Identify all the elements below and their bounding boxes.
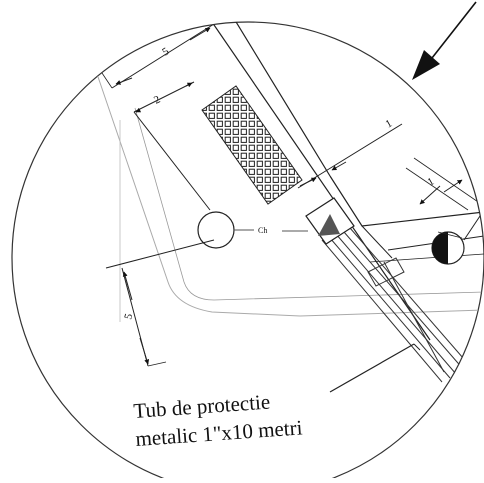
sensor-box	[305, 197, 355, 245]
detail-pointer-arrow	[412, 1, 477, 80]
protection-tube	[321, 227, 471, 383]
plate-outline	[134, 107, 484, 301]
dimension-left-height	[105, 239, 215, 367]
callout-leader-line	[329, 343, 415, 393]
dimension-gap-b-label: 1	[426, 175, 437, 188]
housing-edges	[211, 22, 484, 341]
callout-line-1: Tub de protectie	[133, 389, 271, 422]
enclosure-outline	[94, 67, 484, 322]
dimension-gap-b	[405, 157, 484, 211]
dimension-top-width-label: 5	[160, 45, 171, 58]
dimension-gap-a	[297, 123, 403, 189]
sensor-label: Ch	[258, 226, 267, 235]
dimension-left-height-label: 5	[122, 312, 135, 321]
hatched-panel	[201, 85, 303, 205]
half-filled-circle-icon	[431, 231, 465, 265]
dimension-gap-a-label: 1	[384, 117, 395, 130]
detail-circle	[11, 21, 484, 483]
sensor-triangle-icon	[318, 214, 340, 236]
dimension-hatch-offset-label: 2	[152, 93, 162, 106]
dimension-top-width	[91, 22, 215, 89]
dimension-hatch-offset	[133, 81, 211, 211]
